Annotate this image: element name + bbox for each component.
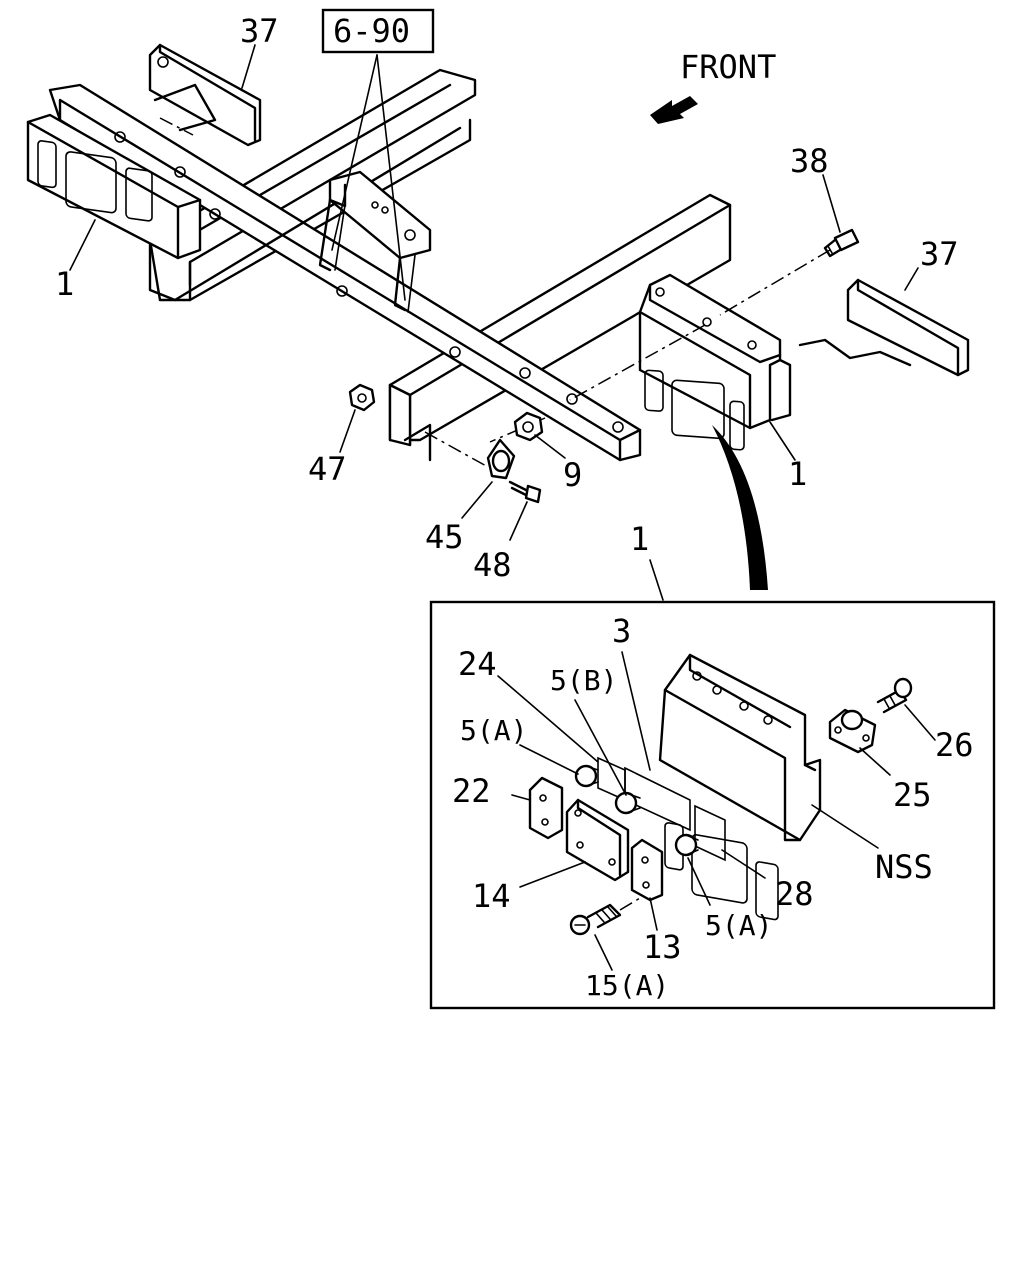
detail-part-25-bracket [828, 708, 877, 754]
callout-37-top[interactable]: 37 [240, 12, 279, 50]
front-diagonal-bar [48, 83, 642, 462]
callout-1-right[interactable]: 1 [788, 455, 807, 493]
callout-9[interactable]: 9 [563, 456, 582, 494]
front-label: FRONT [680, 48, 776, 86]
callout-28[interactable]: 28 [775, 875, 814, 913]
left-ecu-bracket [26, 113, 462, 302]
detail-part-14-cover [565, 798, 630, 882]
right-ecu-bracket [638, 273, 792, 451]
leader-lines [69, 44, 936, 971]
part-45-flange [486, 438, 516, 480]
callout-5a-bottom[interactable]: 5(A) [705, 909, 772, 942]
callout-14[interactable]: 14 [472, 877, 511, 915]
callout-1-detail[interactable]: 1 [630, 520, 649, 558]
leader-45-dash [424, 431, 489, 468]
front-direction-arrow [650, 96, 698, 124]
callout-24[interactable]: 24 [458, 645, 497, 683]
part-37-right-cover [798, 278, 970, 377]
part-37-top-cover [148, 43, 262, 147]
detail-box-frame [429, 600, 996, 1010]
detail-pointer-arrow [712, 425, 768, 590]
callout-13[interactable]: 13 [643, 928, 682, 966]
part-9-nut [513, 411, 544, 442]
center-bracket-6-90 [318, 170, 432, 313]
detail-part-22-block [528, 776, 564, 840]
detail-ecu-unit [658, 653, 822, 921]
reference-box-frame [321, 8, 435, 54]
detail-part-15a-screw [569, 897, 641, 936]
callout-15a[interactable]: 15(A) [585, 969, 669, 1002]
callout-3[interactable]: 3 [612, 612, 631, 650]
callout-45[interactable]: 45 [425, 518, 464, 556]
callout-22[interactable]: 22 [452, 772, 491, 810]
callout-1-left[interactable]: 1 [55, 265, 74, 303]
detail-part-28-sheet [694, 804, 726, 862]
callout-47[interactable]: 47 [308, 450, 347, 488]
bar-holes [114, 131, 624, 433]
leader-38-dash [719, 249, 831, 316]
callout-5b[interactable]: 5(B) [550, 664, 617, 697]
callout-37-right[interactable]: 37 [920, 235, 959, 273]
part-48-bolt [508, 480, 542, 504]
detail-grommets-5 [574, 764, 699, 857]
detail-part-13-plate [630, 838, 664, 902]
callout-48[interactable]: 48 [473, 546, 512, 584]
callout-nss[interactable]: NSS [875, 848, 933, 886]
chassis-frame-rails [148, 68, 732, 462]
callout-38[interactable]: 38 [790, 142, 829, 180]
reference-box-label: 6-90 [333, 12, 410, 50]
callout-5a-left[interactable]: 5(A) [460, 714, 527, 747]
leader-ecu-dash [569, 324, 706, 401]
callout-25[interactable]: 25 [893, 776, 932, 814]
callout-26[interactable]: 26 [935, 726, 974, 764]
part-38-bolt [823, 228, 860, 258]
part-47-nut [348, 383, 376, 412]
detail-part-26-screw [876, 677, 913, 714]
